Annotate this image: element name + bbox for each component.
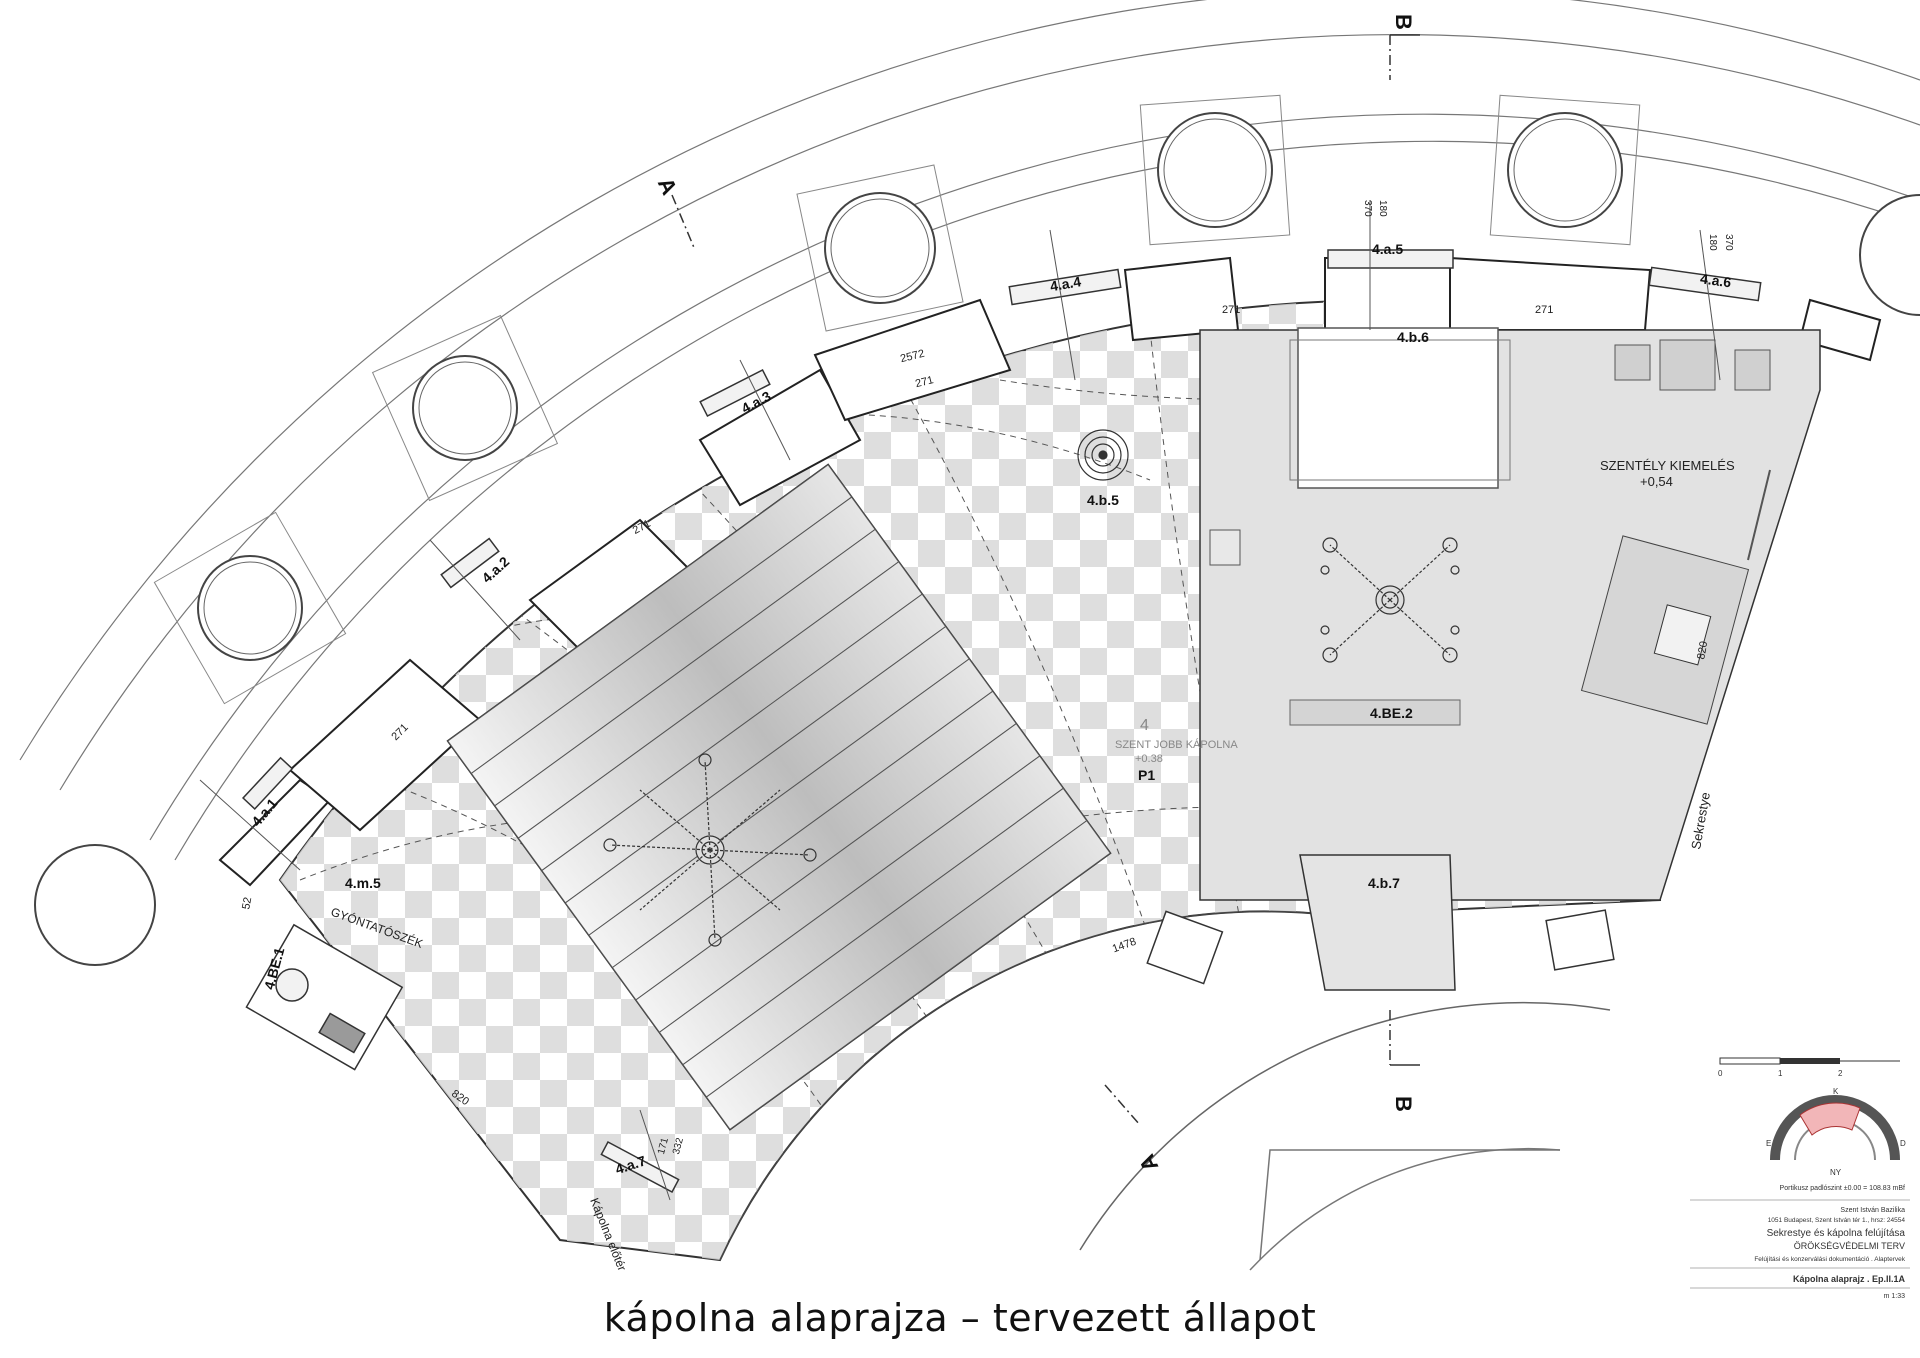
chandelier-2 [1320,537,1460,663]
compass-e: E [1766,1139,1771,1148]
section-mark-b-top: B [1391,14,1416,30]
label-4a4: 4.a.4 [1049,273,1083,294]
dim-332: 332 [671,1136,686,1155]
section-mark-a-bottom: A [1134,1150,1163,1175]
sanctuary-level: +0,54 [1640,474,1673,489]
project-name: Sekrestye és kápolna felújítása [1767,1228,1906,1239]
label-4b7: 4.b.7 [1368,875,1400,891]
building-address: 1051 Budapest, Szent István tér 1., hrsz… [1768,1217,1906,1224]
sheet-title: Kápolna alaprajz . Ep.II.1A [1793,1274,1906,1284]
columns [34,94,1920,966]
label-4b5: 4.b.5 [1087,492,1119,508]
label-4be2: 4.BE.2 [1370,705,1413,721]
label-4a5: 4.a.5 [1372,241,1403,257]
column-1 [153,511,347,705]
building-name: Szent István Bazilika [1840,1207,1905,1214]
compass-ny: NY [1830,1168,1842,1177]
section-lines [671,34,1420,1126]
scale-tick-2: 2 [1838,1069,1843,1078]
room-level: +0.38 [1135,753,1163,765]
dim-370-a: 370 [1362,200,1373,217]
dim-180-a: 180 [1377,200,1388,217]
pews [446,463,1112,1131]
compass-k: K [1833,1087,1839,1096]
title-block: 0 1 2 K E D NY Portikusz padlószint ±0.0… [1690,1057,1910,1300]
window-openings [241,249,1762,1193]
scale-tick-0: 0 [1718,1069,1723,1078]
plan-type: ÖRÖKSÉGVÉDELMI TERV [1794,1241,1905,1251]
column-6 [1859,194,1920,316]
room-number: 4 [1140,717,1149,734]
chandelier-1 [603,753,817,947]
compass-d: D [1900,1139,1906,1148]
column-4 [1139,94,1291,246]
floor-code: P1 [1138,767,1155,783]
dim-271-b: 271 [1222,304,1240,316]
dimension-lines [199,200,1721,1201]
dim-52: 52 [240,896,254,910]
room-name: SZENT JOBB KÁPOLNA [1115,738,1238,751]
confessional [245,923,404,1071]
column-2 [371,314,559,502]
lower-niche [1146,854,1615,991]
level-note: Portikusz padlószint ±0.00 = 108.83 mBf [1780,1185,1905,1192]
doc-subtitle: Felújítási és konzerválási dokumentáció … [1754,1256,1905,1263]
key-plan: K E D NY [1766,1087,1906,1177]
sanctuary-name: SZENTÉLY KIEMELÉS [1600,458,1735,473]
dim-1478: 1478 [1111,936,1138,956]
dim-271-c: 271 [1535,304,1553,316]
section-mark-b-bottom: B [1391,1096,1416,1112]
dim-370-b: 370 [1723,234,1734,251]
column-5 [1489,94,1641,246]
column-3 [796,164,964,332]
baptismal-font [1077,429,1129,481]
column-7 [34,844,156,966]
sheet-scale: m 1:33 [1884,1293,1906,1300]
inner-arcs [719,910,1611,1271]
sanctuary-area [1199,327,1821,901]
section-mark-a-top: A [653,174,682,199]
label-4a6: 4.a.6 [1699,270,1732,290]
scale-tick-1: 1 [1778,1069,1783,1078]
page-caption: kápolna alaprajza – tervezett állapot [603,1296,1317,1340]
dim-180-b: 180 [1707,234,1718,251]
label-4b6: 4.b.6 [1397,329,1429,345]
dim-2572: 2572 [899,348,926,366]
dim-820-a: 820 [1695,640,1710,660]
dim-171: 171 [656,1136,671,1155]
label-4m5: 4.m.5 [345,875,381,891]
dim-271-a: 271 [914,374,935,390]
